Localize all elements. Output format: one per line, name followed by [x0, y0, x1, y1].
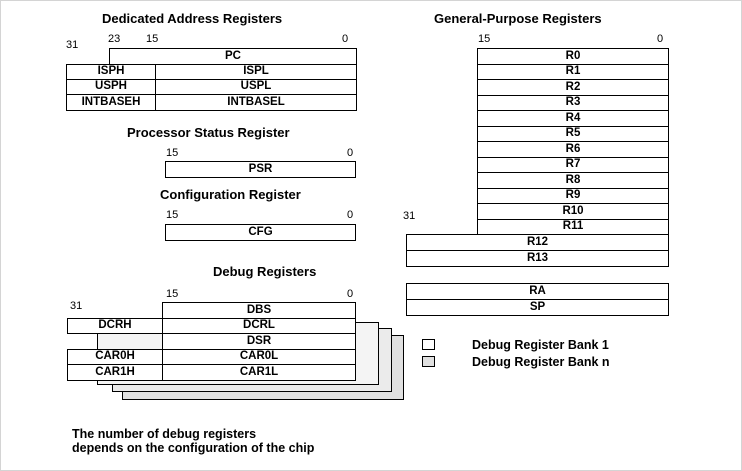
dedicated-bit0: 0 [342, 33, 349, 45]
r4-label: R4 [565, 111, 581, 124]
r5-register: R5 [477, 126, 669, 142]
car1h-label: CAR1H [95, 365, 135, 378]
r1-label: R1 [565, 65, 581, 78]
isph-register: ISPH [66, 64, 156, 80]
car1h-register: CAR1H [67, 364, 163, 381]
dbs-register: DBS [162, 302, 356, 319]
cfg-bit15: 15 [166, 209, 179, 221]
car0l-label: CAR0L [239, 350, 279, 363]
r4-register: R4 [477, 110, 669, 127]
r11-register: R11 [477, 219, 669, 235]
cfg-label: CFG [248, 225, 273, 238]
r2-register: R2 [477, 79, 669, 96]
uspl-label: USPL [240, 80, 272, 93]
car1l-register: CAR1L [162, 364, 356, 381]
dcrh-register: DCRH [67, 318, 163, 334]
cfg-bit0: 0 [347, 209, 354, 221]
r13-register: R13 [406, 250, 669, 267]
intbasel-label: INTBASEL [227, 95, 285, 108]
pc-label: PC [225, 49, 241, 62]
cfg-register: CFG [165, 224, 356, 241]
car1l-label: CAR1L [239, 365, 279, 378]
psr-register: PSR [165, 161, 356, 178]
pc-register: PC [109, 48, 357, 65]
r10-register: R10 [477, 203, 669, 220]
car0h-label: CAR0H [95, 350, 135, 363]
r0-label: R0 [565, 49, 581, 62]
r11-label: R11 [562, 220, 584, 233]
r13-label: R13 [526, 251, 549, 264]
dedicated-title: Dedicated Address Registers [102, 11, 283, 26]
note-line-1: The number of debug registers [72, 427, 257, 441]
psr-title: Processor Status Register [127, 125, 290, 140]
r6-register: R6 [477, 141, 669, 158]
dcrl-register: DCRL [162, 318, 356, 334]
r2-label: R2 [565, 80, 581, 93]
r1-register: R1 [477, 64, 669, 80]
debug-bit15: 15 [166, 288, 179, 300]
r7-register: R7 [477, 157, 669, 173]
general-title: General-Purpose Registers [434, 11, 602, 26]
car0h-register: CAR0H [67, 349, 163, 365]
r9-register: R9 [477, 188, 669, 204]
usph-register: USPH [66, 79, 156, 95]
dsr-register: DSR [162, 333, 356, 350]
dcrh-label: DCRH [98, 319, 132, 332]
r0-register: R0 [477, 48, 669, 65]
ispl-register: ISPL [155, 64, 357, 80]
intbasel-register: INTBASEL [155, 94, 357, 111]
bank-1-swatch [422, 339, 435, 350]
psr-label: PSR [248, 162, 273, 175]
ispl-label: ISPL [243, 65, 269, 78]
dsr-label: DSR [246, 334, 272, 347]
dedicated-bit23: 23 [108, 33, 121, 45]
dcrl-label: DCRL [243, 319, 275, 332]
uspl-register: USPL [155, 79, 357, 95]
isph-label: ISPH [97, 65, 125, 78]
note-line-2: depends on the configuration of the chip [72, 441, 315, 455]
bank-n-swatch [422, 356, 435, 367]
general-bit15: 15 [478, 33, 491, 45]
psr-bit0: 0 [347, 147, 354, 159]
bank-n-legend-label: Debug Register Bank n [472, 355, 610, 369]
r3-register: R3 [477, 95, 669, 111]
usph-label: USPH [95, 80, 127, 93]
ra-label: RA [529, 284, 546, 297]
dedicated-bit15: 15 [146, 33, 159, 45]
general-bit0: 0 [657, 33, 664, 45]
debug-bit31: 31 [70, 300, 83, 312]
r12-label: R12 [526, 235, 549, 248]
debug-title: Debug Registers [213, 264, 317, 279]
r3-label: R3 [565, 96, 581, 109]
ra-register: RA [406, 283, 669, 300]
bank-1-legend-label: Debug Register Bank 1 [472, 338, 609, 352]
r10-label: R10 [562, 204, 584, 217]
sp-register: SP [406, 299, 669, 316]
dedicated-bit31: 31 [66, 39, 79, 51]
car0l-register: CAR0L [162, 349, 356, 365]
intbaseh-label: INTBASEH [81, 95, 141, 108]
dbs-label: DBS [246, 303, 272, 316]
psr-bit15: 15 [166, 147, 179, 159]
sp-label: SP [529, 300, 546, 313]
debug-bit0: 0 [347, 288, 354, 300]
r5-label: R5 [565, 127, 581, 140]
r7-label: R7 [565, 158, 581, 171]
intbaseh-register: INTBASEH [66, 94, 156, 111]
r8-register: R8 [477, 172, 669, 189]
cfg-title: Configuration Register [160, 187, 301, 202]
r6-label: R6 [565, 142, 581, 155]
r9-label: R9 [565, 189, 581, 202]
general-bit31: 31 [403, 210, 416, 222]
r8-label: R8 [565, 173, 581, 186]
r12-register: R12 [406, 234, 669, 251]
